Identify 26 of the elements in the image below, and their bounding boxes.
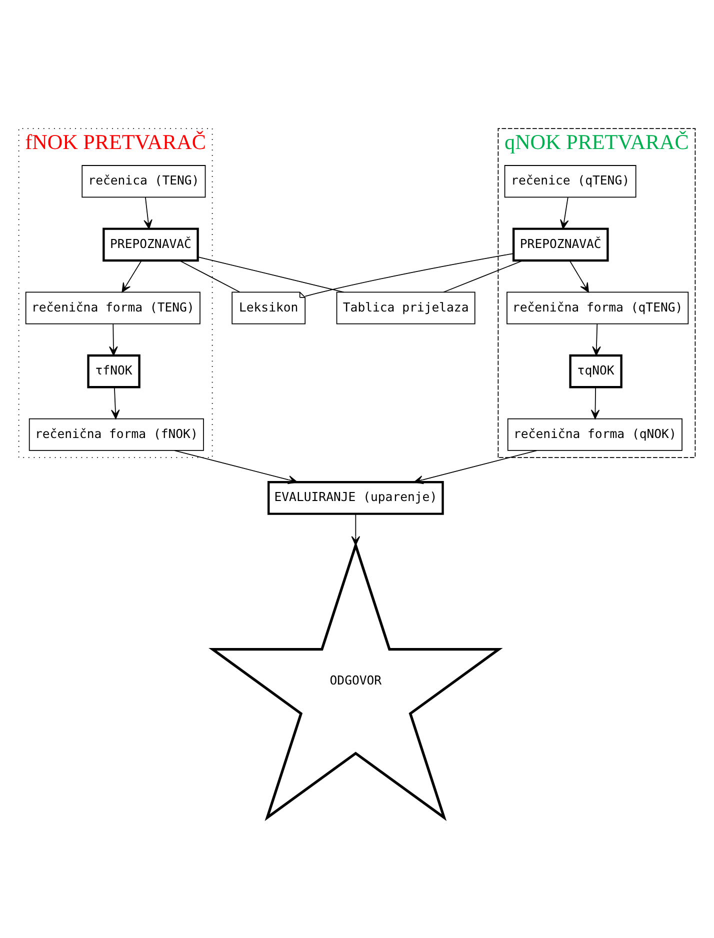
connector — [197, 256, 344, 292]
arrow — [590, 386, 600, 419]
arrow — [592, 323, 601, 356]
node-box: rečenična forma (TENG) — [25, 291, 200, 324]
node-box: τfNOK — [87, 354, 140, 388]
node-box: rečenična forma (qNOK) — [507, 418, 682, 450]
connector — [304, 252, 514, 296]
arrow — [122, 260, 142, 292]
arrow — [351, 513, 360, 546]
node-box: PREPOZNAVAČ — [512, 227, 609, 262]
arrow — [144, 196, 152, 229]
node-box: rečenična forma (fNOK) — [28, 418, 204, 450]
arrow — [111, 386, 120, 419]
arrow — [109, 323, 118, 356]
node-box: rečenica (TENG) — [82, 164, 206, 198]
connector — [179, 260, 240, 292]
arrow — [560, 196, 569, 229]
node-box: Tablica prijelaza — [336, 291, 476, 324]
node-box: PREPOZNAVAČ — [102, 227, 199, 262]
connector — [443, 260, 524, 292]
arrow — [569, 260, 589, 292]
arrow — [174, 450, 298, 484]
node-box: EVALUIRANJE (uparenje) — [268, 480, 444, 514]
node-box: rečenice (qTENG) — [504, 164, 636, 198]
node-box: τqNOK — [569, 354, 622, 388]
node-box: rečenična forma (qTENG) — [506, 291, 689, 324]
